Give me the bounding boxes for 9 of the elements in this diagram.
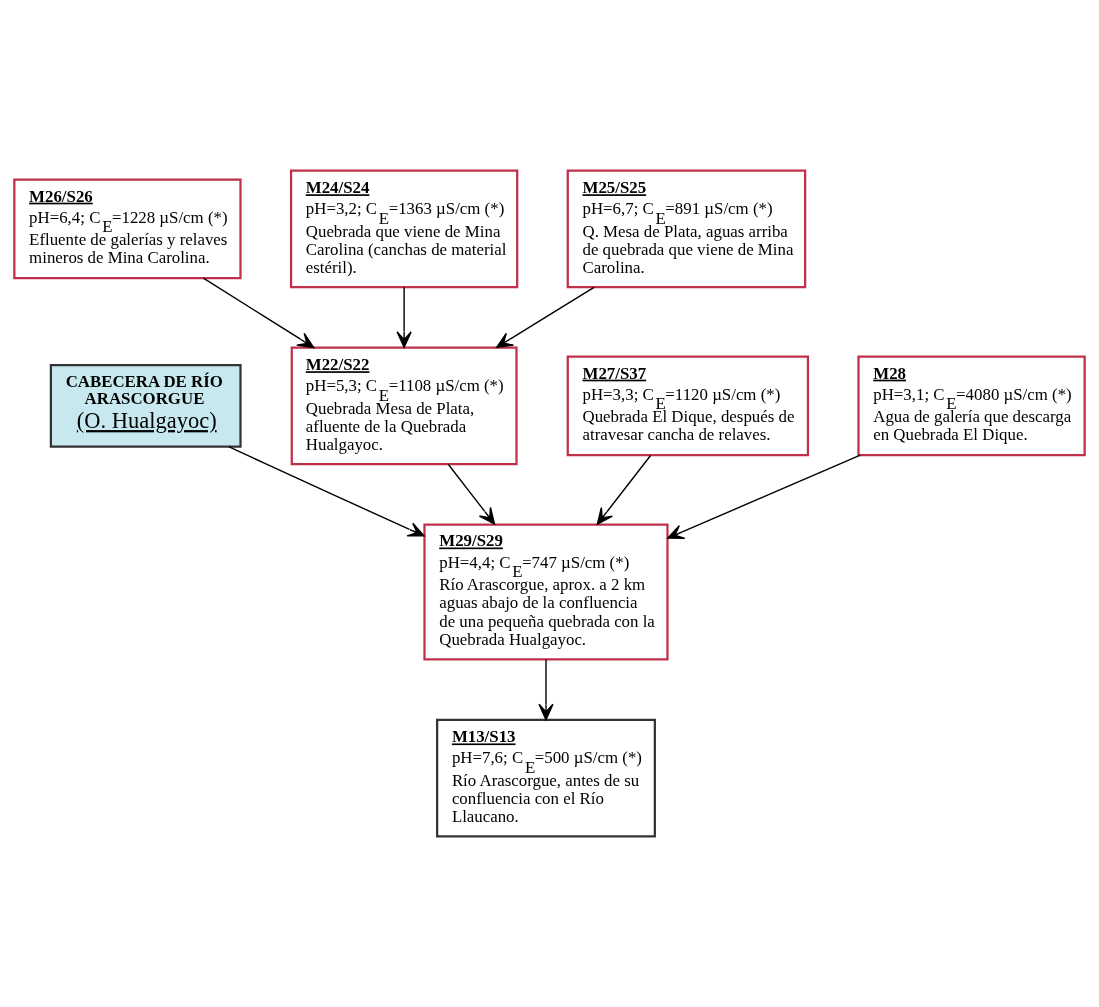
- arrow: [202, 277, 315, 349]
- node-box: CABECERA DE RÍO ARASCORGUE (O. Hualgayoc): [49, 364, 242, 448]
- arrow: [596, 454, 652, 525]
- arrow: [667, 454, 862, 540]
- arrow: [447, 463, 496, 525]
- arrow: [396, 286, 412, 349]
- arrow: [228, 445, 425, 537]
- arrow: [538, 658, 554, 721]
- arrow: [496, 286, 595, 349]
